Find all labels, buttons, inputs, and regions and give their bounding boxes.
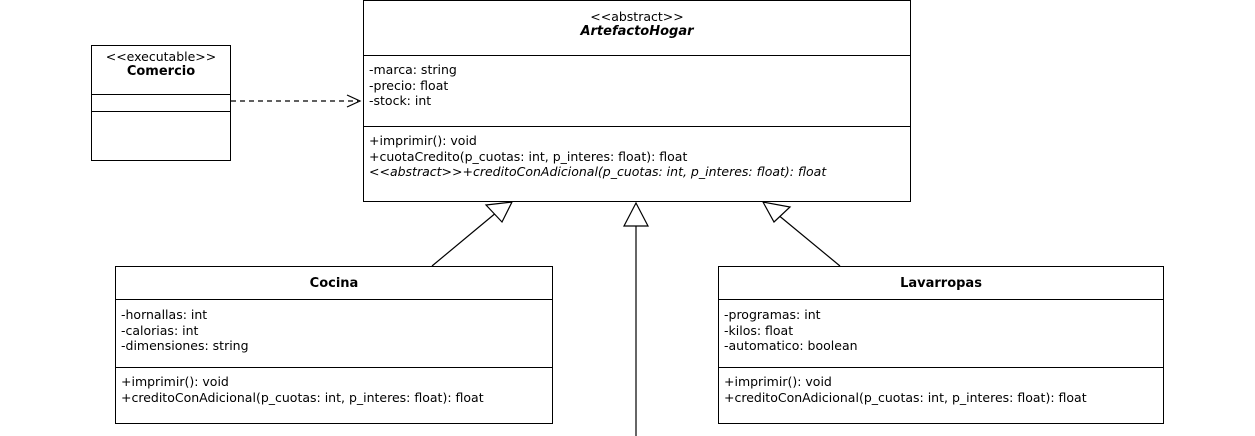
attributes-compartment: [92, 94, 230, 111]
operation: +cuotaCredito(p_cuotas: int, p_interes: …: [369, 148, 688, 164]
operation: +imprimir(): void: [121, 374, 229, 389]
attributes-compartment: -marca: string -precio: float -stock: in…: [364, 55, 910, 126]
class-header: <<abstract>> ArtefactoHogar: [364, 1, 910, 55]
attribute: -dimensiones: string: [121, 338, 249, 353]
attribute: -precio: float: [369, 77, 449, 93]
class-header: Cocina: [116, 267, 552, 299]
attribute: -programas: int: [724, 307, 821, 322]
stereotype-label: <<executable>>: [105, 49, 217, 64]
class-comercio[interactable]: <<executable>> Comercio: [91, 45, 231, 161]
stereotype-label: <<abstract>>: [590, 9, 684, 24]
dependency-comercio-artefacto: [231, 94, 362, 108]
class-name: ArtefactoHogar: [580, 24, 694, 39]
attribute: -automatico: boolean: [724, 338, 858, 353]
attribute: -marca: string: [369, 62, 457, 77]
attributes-compartment: -programas: int -kilos: float -automatic…: [719, 299, 1163, 367]
attribute: -calorias: int: [121, 322, 199, 338]
operations-compartment: +imprimir(): void +creditoConAdicional(p…: [116, 367, 552, 405]
attribute: -stock: int: [369, 93, 432, 108]
class-header: Lavarropas: [719, 267, 1163, 299]
class-lavarropas[interactable]: Lavarropas -programas: int -kilos: float…: [718, 266, 1164, 424]
generalization-cocina-artefacto: [431, 201, 514, 267]
class-header: <<executable>> Comercio: [92, 46, 230, 94]
operations-compartment: [92, 111, 230, 112]
generalization-center-artefacto: [623, 201, 649, 436]
class-cocina[interactable]: Cocina -hornallas: int -calorias: int -d…: [115, 266, 553, 424]
generalization-lavarropas-artefacto: [761, 201, 841, 267]
operation-abstract: <<abstract>>+creditoConAdicional(p_cuota…: [369, 164, 827, 179]
operation: +imprimir(): void: [724, 374, 832, 389]
class-name: Comercio: [126, 64, 196, 79]
attributes-compartment: -hornallas: int -calorias: int -dimensio…: [116, 299, 552, 367]
class-name: Lavarropas: [900, 276, 982, 291]
attribute: -kilos: float: [724, 322, 794, 338]
operation: +creditoConAdicional(p_cuotas: int, p_in…: [121, 389, 484, 405]
class-artefacto-hogar[interactable]: <<abstract>> ArtefactoHogar -marca: stri…: [363, 0, 911, 202]
operation: +imprimir(): void: [369, 133, 477, 148]
operations-compartment: +imprimir(): void +cuotaCredito(p_cuotas…: [364, 126, 910, 180]
class-name: Cocina: [309, 276, 359, 291]
operations-compartment: +imprimir(): void +creditoConAdicional(p…: [719, 367, 1163, 405]
attribute: -hornallas: int: [121, 307, 208, 322]
operation: +creditoConAdicional(p_cuotas: int, p_in…: [724, 389, 1087, 405]
